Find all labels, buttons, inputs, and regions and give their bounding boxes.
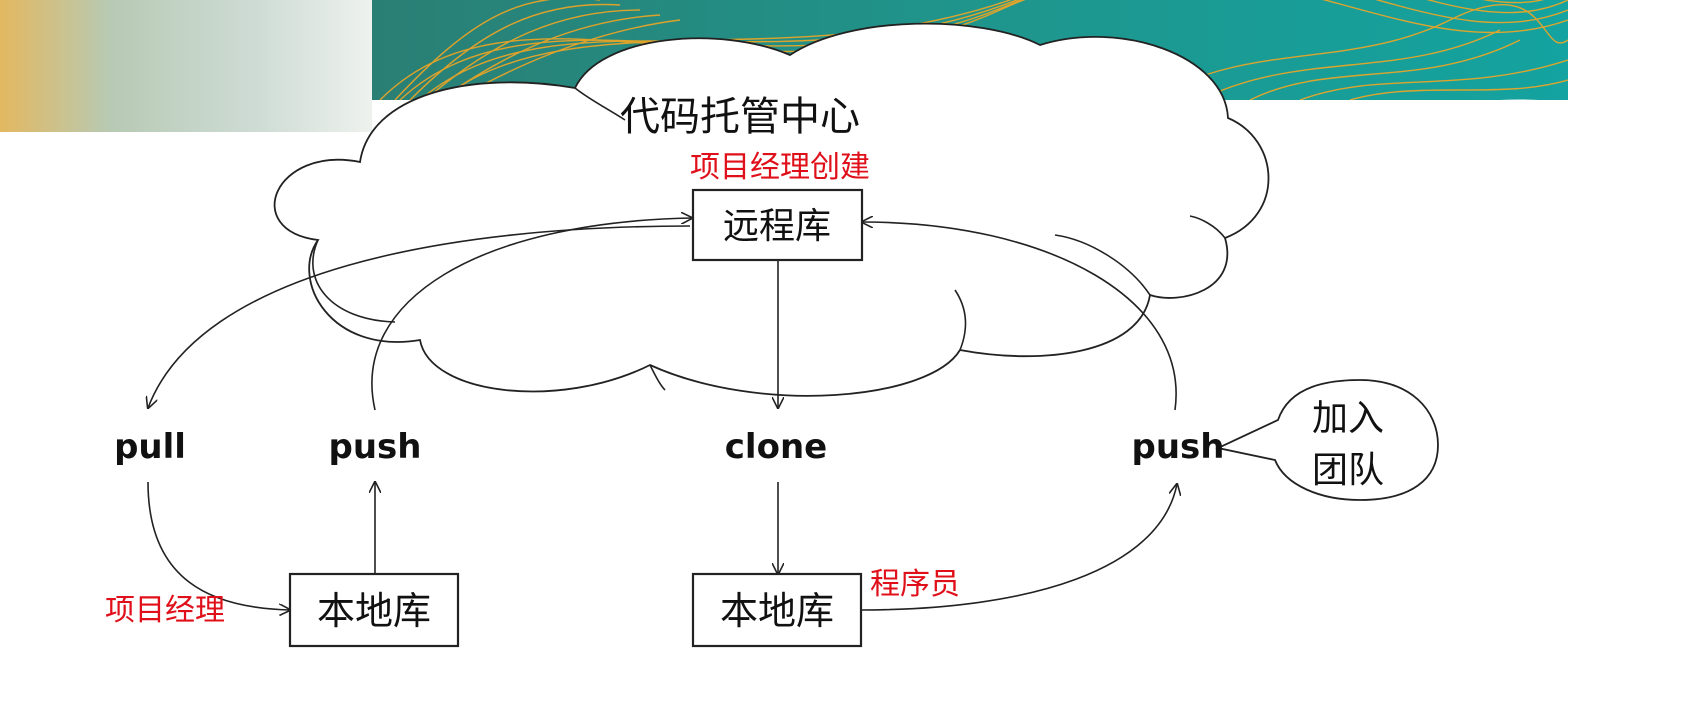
join-team-bubble: 加入 团队 xyxy=(1215,379,1439,501)
op-push-left: push xyxy=(329,427,422,467)
join-line1: 加入 xyxy=(1312,398,1384,439)
local-repo-right-label: 本地库 xyxy=(720,589,834,633)
push-right-to-remote-curve xyxy=(862,222,1177,411)
push-left-to-remote-curve xyxy=(371,218,692,411)
workflow-diagram: 远程库 本地库 本地库 加入 团队 代码托管中心 项目经理创建 pull pus… xyxy=(0,0,1568,648)
local-repo-right-box: 本地库 xyxy=(691,572,863,648)
op-clone: clone xyxy=(725,427,827,467)
op-push-right: push xyxy=(1132,427,1225,467)
remote-repo-box: 远程库 xyxy=(691,188,864,262)
flow-curves xyxy=(148,218,1177,610)
orange-wave-lines xyxy=(379,0,1568,100)
remote-repo-label: 远程库 xyxy=(723,206,831,247)
programmer-note: 程序员 xyxy=(870,567,960,602)
pull-to-local-curve xyxy=(147,481,290,610)
pm-note: 项目经理 xyxy=(105,593,225,628)
op-pull: pull xyxy=(114,427,186,467)
cloud-title: 代码托管中心 xyxy=(620,94,860,140)
local-to-push-right-curve xyxy=(859,484,1177,611)
remote-to-pull-curve xyxy=(148,225,691,408)
creator-note: 项目经理创建 xyxy=(690,150,870,185)
join-line2: 团队 xyxy=(1312,450,1384,491)
local-repo-left-box: 本地库 xyxy=(288,572,460,648)
local-repo-left-label: 本地库 xyxy=(317,589,431,633)
diagram-stage: 远程库 本地库 本地库 加入 团队 代码托管中心 项目经理创建 pull pus… xyxy=(0,0,1568,648)
blurred-logo-area xyxy=(0,0,372,132)
